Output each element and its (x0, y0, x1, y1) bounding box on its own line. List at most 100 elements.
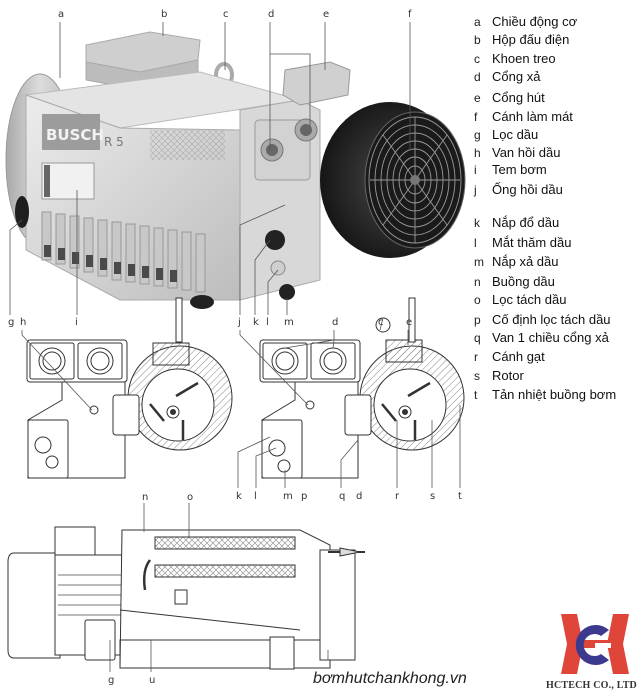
legend-label: Ống hồi dầu (492, 182, 563, 197)
front-section-right (259, 297, 465, 479)
legend-item: a Chiều động cơ (474, 14, 577, 29)
legend-key: h (474, 146, 481, 160)
legend-key: s (474, 369, 480, 383)
legend-item: n Buồng dầu (474, 274, 555, 289)
company-name: HCTECH CO., LTD (546, 680, 637, 691)
callout-label: u (149, 675, 156, 686)
photo-leader-lines (9, 22, 411, 315)
legend-label: Nắp xả dầu (492, 254, 559, 269)
front-leader-lines (21, 317, 461, 488)
callout-label: a (58, 9, 65, 20)
legend-key: o (474, 293, 481, 307)
legend-label: Cổng xả (492, 69, 541, 84)
legend-key: j (474, 183, 477, 197)
legend-item: k Nắp đổ dầu (474, 215, 559, 230)
legend-item: m Nắp xả dầu (474, 254, 559, 269)
legend-label: Lọc dầu (492, 127, 539, 142)
legend-label: Tản nhiệt buồng bơm (492, 387, 617, 402)
callout-label: m (284, 317, 294, 328)
legend-label: Nắp đổ dầu (492, 215, 560, 230)
callout-label: l (254, 491, 257, 502)
legend-item: p Cố định lọc tách dầu (474, 312, 611, 327)
legend-key: k (474, 216, 480, 230)
callout-label: f (408, 9, 412, 20)
legend-key: i (474, 163, 477, 177)
legend-key: m (474, 255, 484, 269)
legend-item: q Van 1 chiều cổng xả (474, 330, 609, 345)
callout-label: p (301, 491, 308, 502)
front-section-left (26, 297, 233, 479)
callout-label: d (356, 491, 363, 502)
callout-label: n (142, 492, 149, 503)
legend-item: h Van hồi dầu (474, 145, 560, 160)
legend-label: Mắt thăm dầu (492, 235, 572, 250)
legend-item: e Cổng hút (474, 90, 545, 105)
legend-key: r (474, 350, 478, 364)
legend-key: b (474, 33, 481, 47)
legend-label: Cánh gạt (492, 349, 545, 364)
legend-key: f (474, 110, 478, 124)
legend-label: Cố định lọc tách dầu (492, 312, 611, 327)
legend-item: c Khoen treo (474, 51, 556, 66)
legend-item: j Ống hồi dầu (474, 182, 563, 197)
callout-label: e (323, 9, 330, 20)
callout-label: k (236, 491, 242, 502)
callout-label: j (238, 317, 241, 328)
legend-item: l Mắt thăm dầu (474, 235, 572, 250)
legend-item: r Cánh gạt (474, 349, 545, 364)
legend-label: Cánh làm mát (492, 109, 573, 124)
side-leader-lines (109, 503, 329, 672)
legend-label: Lọc tách dầu (492, 292, 567, 307)
legend-key: e (474, 91, 481, 105)
legend-key: g (474, 128, 481, 142)
callout-label: c (223, 9, 229, 20)
callout-label: h (20, 317, 27, 328)
pump-photo: BUSCH R 5 (5, 31, 466, 309)
callout-label: k (253, 317, 259, 328)
legend-key: q (474, 331, 481, 345)
callout-label: t (458, 491, 462, 502)
legend-key: d (474, 70, 481, 84)
brand-text: BUSCH (46, 126, 104, 144)
callout-label: g (8, 317, 15, 328)
legend-item: s Rotor (474, 368, 524, 383)
hctech-logo-graphic (561, 614, 629, 674)
legend-key: l (474, 236, 477, 250)
legend-key: n (474, 275, 481, 289)
callout-label: r (395, 491, 400, 502)
legend-key: a (474, 15, 481, 29)
callout-label: d (332, 317, 339, 328)
callout-label: i (75, 317, 78, 328)
legend-item: t Tản nhiệt buồng bơm (474, 387, 616, 402)
legend-item: f Cánh làm mát (474, 109, 573, 124)
legend-label: Khoen treo (492, 51, 556, 66)
legend-label: Cổng hút (492, 90, 545, 105)
legend-label: Van 1 chiều cổng xả (492, 330, 609, 345)
legend-label: Van hồi dầu (492, 145, 561, 160)
callout-label: s (430, 491, 436, 502)
website-watermark: bơmhutchankhong.vn (313, 670, 467, 687)
legend-label: Tem bơm (492, 162, 547, 177)
callout-label: g (108, 675, 115, 686)
legend-key: p (474, 313, 481, 327)
callout-label: d (268, 9, 275, 20)
legend-key: t (474, 388, 478, 402)
legend-label: Rotor (492, 368, 524, 383)
svg-text:R 5: R 5 (104, 135, 124, 149)
callout-label: l (266, 317, 269, 328)
legend-item: g Lọc dầu (474, 127, 538, 142)
legend-item: o Lọc tách dầu (474, 292, 566, 307)
side-section (7, 526, 365, 670)
callout-label: q (339, 491, 346, 502)
legend-item: i Tem bơm (474, 162, 547, 177)
callout-label: b (161, 9, 168, 20)
legend-label: Chiều động cơ (492, 14, 578, 29)
callout-label: c (378, 317, 384, 328)
callout-label: o (187, 492, 194, 503)
callout-label: m (283, 491, 293, 502)
callout-label: e (406, 317, 413, 328)
legend-label: Buồng dầu (492, 274, 555, 289)
legend-label: Hộp đấu điện (492, 32, 570, 47)
legend-key: c (474, 52, 480, 66)
